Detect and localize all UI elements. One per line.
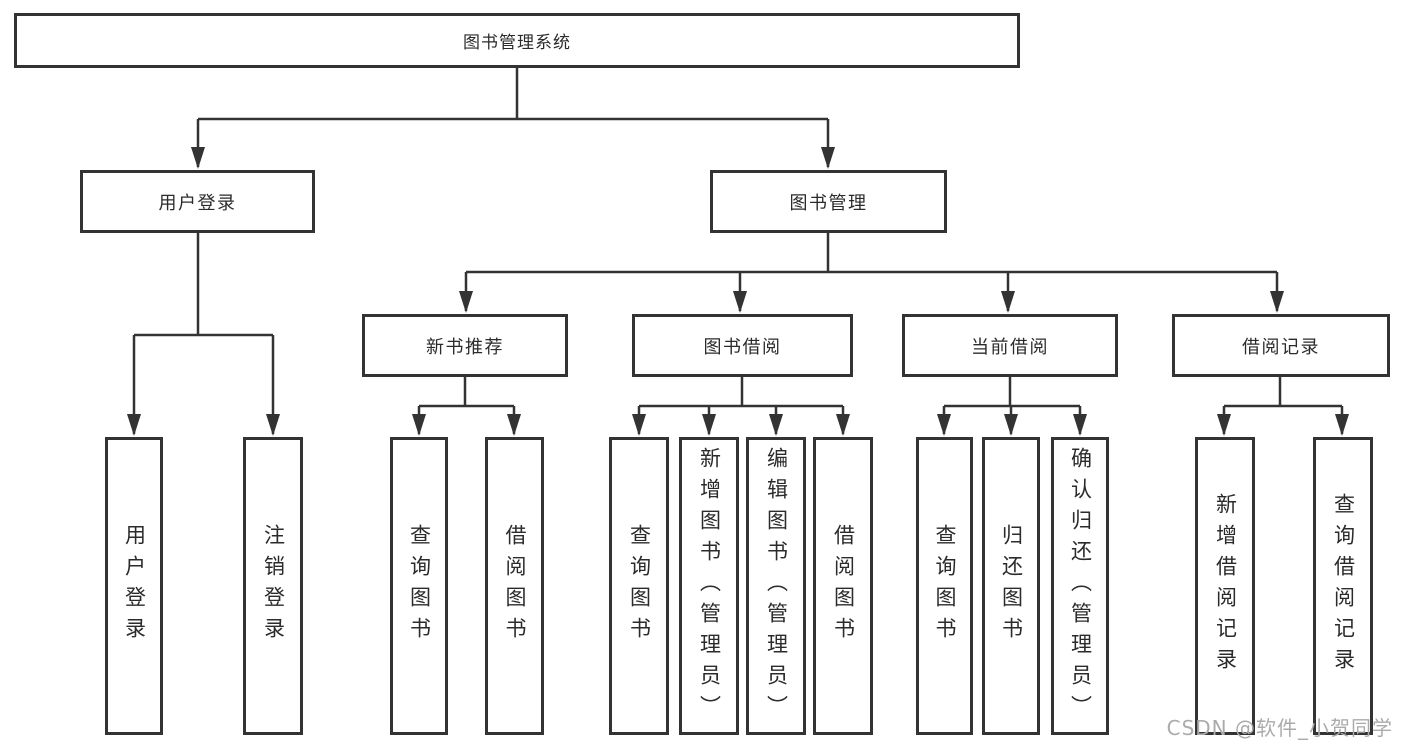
watermark-text: CSDN @软件_小贺同学 bbox=[1166, 716, 1393, 740]
node-label: 查询图书 bbox=[627, 524, 652, 648]
leaf-current-return-books: 归还图书 bbox=[982, 437, 1040, 735]
node-label: 当前借阅 bbox=[971, 336, 1049, 358]
node-label: 确认归还（管理员） bbox=[1068, 446, 1093, 726]
node-label: 编辑图书（管理员） bbox=[764, 446, 789, 726]
node-label: 注销登录 bbox=[261, 524, 286, 648]
node-label: 归还图书 bbox=[999, 524, 1024, 648]
node-current-borrowing: 当前借阅 bbox=[902, 314, 1118, 377]
node-label: 新书推荐 bbox=[426, 336, 504, 358]
leaf-borrow-add-books-admin: 新增图书（管理员） bbox=[679, 437, 739, 735]
leaf-current-confirm-return-admin: 确认归还（管理员） bbox=[1051, 437, 1109, 735]
leaf-borrow-borrow-books: 借阅图书 bbox=[813, 437, 873, 735]
node-label: 新增借阅记录 bbox=[1213, 493, 1238, 679]
leaf-records-search-borrow-record: 查询借阅记录 bbox=[1313, 437, 1373, 735]
node-book-borrowing: 图书借阅 bbox=[632, 314, 853, 377]
leaf-recommend-search-books: 查询图书 bbox=[390, 437, 448, 735]
node-label: 图书管理 bbox=[789, 192, 868, 214]
node-user-login: 用户登录 bbox=[80, 170, 315, 233]
node-label: 图书借阅 bbox=[703, 336, 782, 358]
leaf-borrow-search-books: 查询图书 bbox=[609, 437, 669, 735]
leaf-records-add-borrow-record: 新增借阅记录 bbox=[1195, 437, 1255, 735]
node-book-management: 图书管理 bbox=[710, 170, 947, 233]
leaf-user-login: 用户登录 bbox=[105, 437, 163, 735]
node-label: 用户登录 bbox=[122, 524, 147, 648]
node-label: 查询借阅记录 bbox=[1331, 493, 1356, 679]
leaf-logout: 注销登录 bbox=[243, 437, 303, 735]
node-label: 借阅图书 bbox=[831, 524, 856, 648]
node-label: 用户登录 bbox=[158, 192, 237, 214]
node-label: 查询图书 bbox=[407, 524, 432, 648]
node-borrowing-records: 借阅记录 bbox=[1172, 314, 1390, 377]
node-library-system: 图书管理系统 bbox=[14, 13, 1020, 68]
node-label: 查询图书 bbox=[933, 524, 957, 648]
node-label: 图书管理系统 bbox=[463, 33, 571, 53]
node-label: 借阅记录 bbox=[1242, 336, 1320, 358]
node-label: 借阅图书 bbox=[503, 524, 527, 648]
node-label: 新增图书（管理员） bbox=[697, 446, 722, 726]
leaf-recommend-borrow-books: 借阅图书 bbox=[485, 437, 544, 735]
leaf-borrow-edit-books-admin: 编辑图书（管理员） bbox=[746, 437, 806, 735]
node-new-book-recommendation: 新书推荐 bbox=[362, 314, 568, 377]
leaf-current-search-books: 查询图书 bbox=[916, 437, 973, 735]
